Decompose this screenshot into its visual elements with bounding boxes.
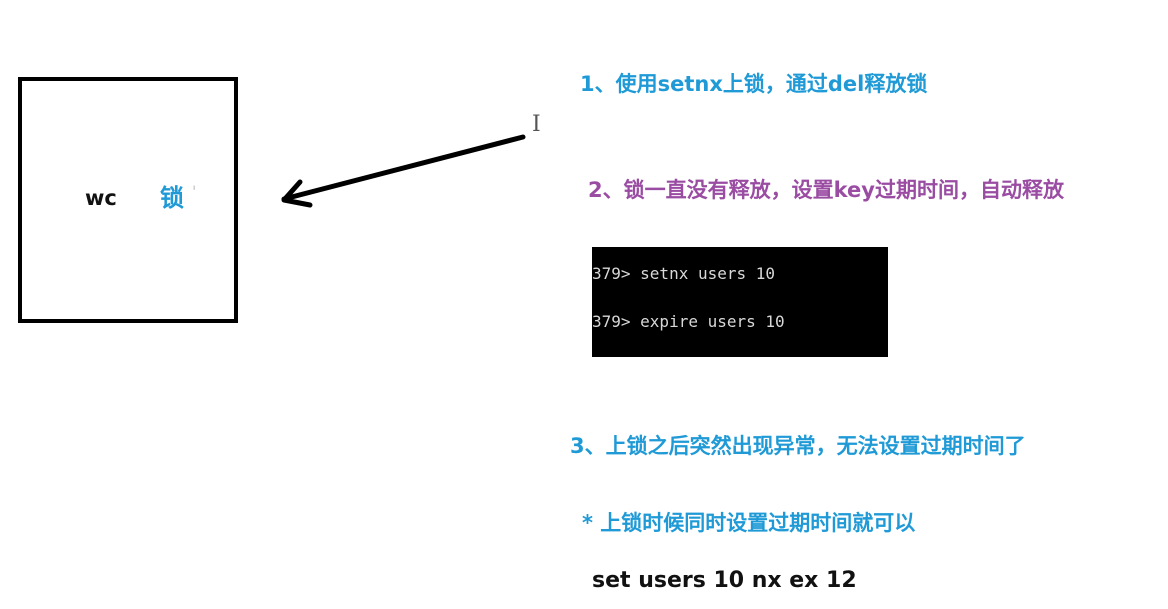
terminal-line: 379> setnx users 10 [592,264,776,283]
box-label: wc [85,186,117,210]
note-step-3: 3、上锁之后突然出现异常，无法设置过期时间了 [570,434,1026,458]
note-step-2: 2、锁一直没有释放，设置key过期时间，自动释放 [588,178,1064,202]
arrow-icon [281,134,526,208]
note-tip: * 上锁时候同时设置过期时间就可以 [582,511,916,535]
text-cursor-icon: I [532,112,541,137]
terminal-line: 379> expire users 10 [592,312,785,331]
lock-box [18,77,238,323]
final-command: set users 10 nx ex 12 [592,568,857,593]
note-step-1: 1、使用setnx上锁，通过del释放锁 [580,72,928,96]
terminal-panel: 379> setnx users 10 379> expire users 10 [592,247,888,357]
box-faint-mark: ' [192,182,197,201]
box-lock-label: 锁 [160,184,184,212]
